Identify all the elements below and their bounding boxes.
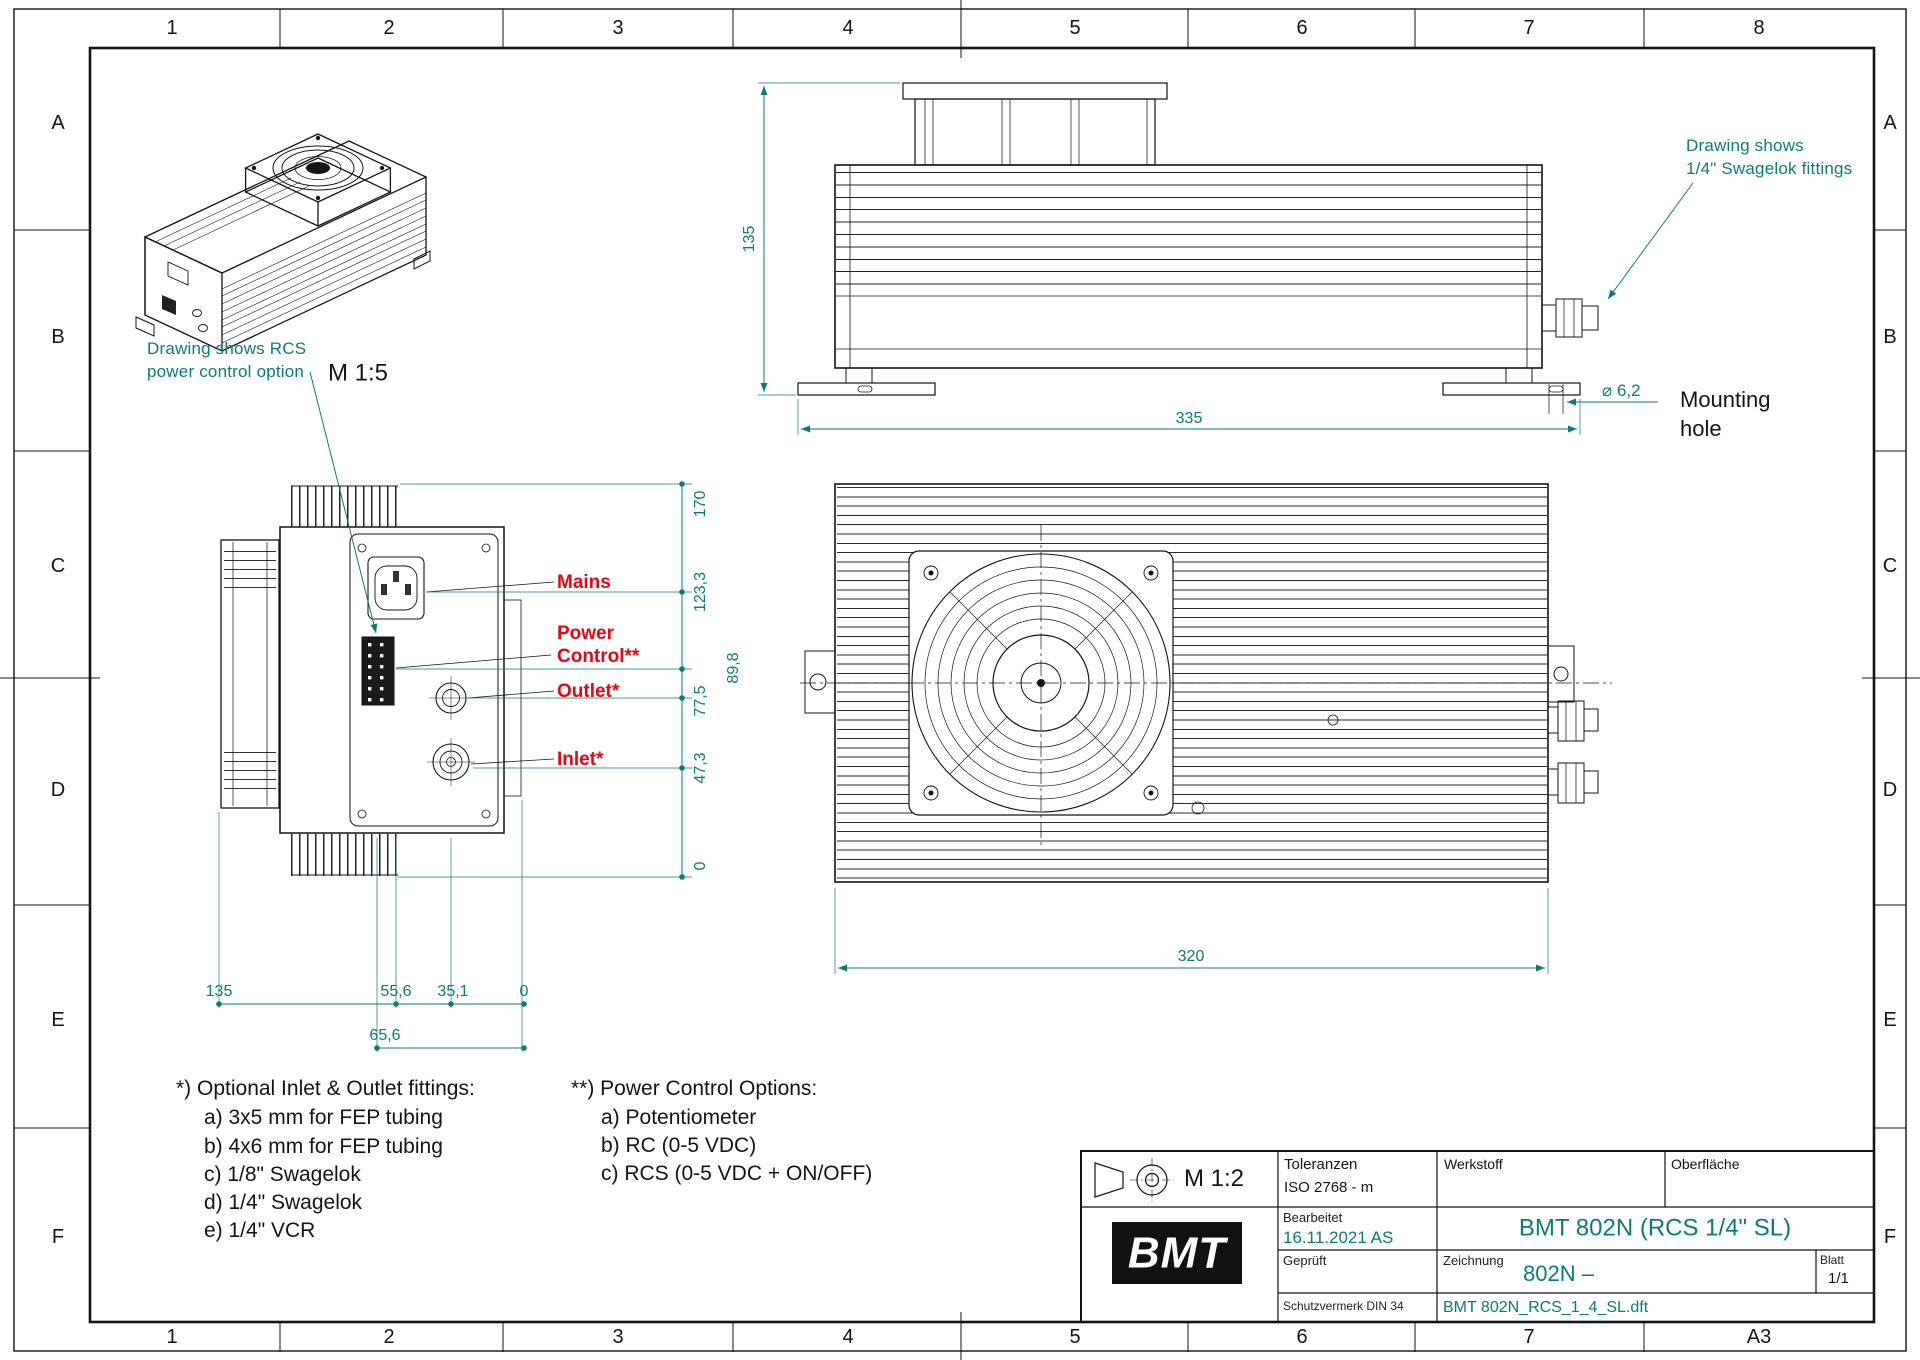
drawing-number-value: 802N – [1523, 1261, 1594, 1286]
port-label-outlet: Outlet* [557, 681, 620, 702]
grid-col-bottom-7: 7 [1523, 1325, 1535, 1348]
fittings-note-title: *) Optional Inlet & Outlet fittings: [176, 1077, 475, 1100]
top-view [800, 483, 1612, 883]
port-label-power-line2: Control** [557, 646, 640, 667]
grid-row-right-b: B [1883, 325, 1897, 348]
grid-col-bottom-4: 4 [842, 1325, 854, 1348]
power-note-item-b: b) RC (0-5 VDC) [601, 1134, 757, 1157]
dim-rear-v-123-3: 123,3 [692, 571, 710, 613]
fittings-note-item-a: a) 3x5 mm for FEP tubing [204, 1106, 443, 1129]
tolerances-value: ISO 2768 - m [1284, 1179, 1374, 1196]
dim-rear-h2-65-6: 65,6 [369, 1027, 401, 1045]
rear-view-bottom-fin-comb [291, 834, 398, 876]
notice-label: Schutzvermerk DIN 34 [1283, 1299, 1404, 1313]
titleblock-scale: M 1:2 [1184, 1165, 1245, 1192]
dim-rear-v-0: 0 [692, 861, 710, 871]
dim-rear-v-89-8: 89,8 [725, 652, 743, 684]
drawing-title: BMT 802N (RCS 1/4" SL) [1518, 1214, 1792, 1242]
top-view-dimensions [834, 888, 1549, 974]
power-note-title: **) Power Control Options: [571, 1077, 818, 1100]
grid-row-left-b: B [51, 325, 65, 348]
dim-rear-v-77-5: 77,5 [692, 685, 710, 717]
dim-rear-h-55-6: 55,6 [380, 983, 412, 1001]
dim-rear-h-135: 135 [205, 983, 233, 1001]
front-view-fins-texture [836, 172, 1541, 296]
dim-rear-h-35-1: 35,1 [437, 983, 469, 1001]
dim-rear-v-47-3: 47,3 [692, 752, 710, 784]
grid-col-bottom-6: 6 [1296, 1325, 1308, 1348]
rcs-note-line1: Drawing shows RCS [147, 339, 307, 358]
grid-col-top-8: 8 [1753, 16, 1765, 39]
grid-col-bottom-5: 5 [1069, 1325, 1081, 1348]
dim-top-width: 320 [1177, 948, 1205, 966]
grid-col-top-7: 7 [1523, 16, 1535, 39]
power-note-item-a: a) Potentiometer [601, 1106, 757, 1129]
tolerances-label: Toleranzen [1284, 1156, 1358, 1173]
grid-row-right-f: F [1883, 1225, 1897, 1248]
grid-row-left-a: A [51, 111, 65, 134]
sheet-value: 1/1 [1828, 1270, 1849, 1287]
bmt-logo-box [1112, 1222, 1242, 1284]
dim-rear-h-0: 0 [519, 983, 529, 1001]
title-block-lines [1080, 1150, 1875, 1323]
fittings-note-item-b: b) 4x6 mm for FEP tubing [204, 1135, 443, 1158]
edited-label: Bearbeitet [1283, 1210, 1343, 1225]
drawing-filename: BMT 802N_RCS_1_4_SL.dft [1443, 1299, 1649, 1316]
grid-col-top-4: 4 [842, 16, 854, 39]
grid-row-left-d: D [50, 778, 66, 801]
port-label-power-line1: Power [557, 623, 615, 644]
grid-col-top-6: 6 [1296, 16, 1308, 39]
rear-view [220, 485, 555, 876]
swagelok-note-line1: Drawing shows [1686, 136, 1804, 155]
dim-front-width: 335 [1175, 410, 1203, 428]
grid-row-left-e: E [51, 1008, 65, 1031]
grid-col-top-2: 2 [383, 16, 395, 39]
front-view [797, 82, 1599, 414]
material-label: Werkstoff [1444, 1156, 1503, 1172]
fittings-note-item-d: d) 1/4" Swagelok [204, 1191, 363, 1214]
bmt-logo: BMT [1127, 1228, 1227, 1278]
grid-row-right-c: C [1882, 554, 1898, 577]
fittings-note-item-e: e) 1/4" VCR [204, 1219, 316, 1242]
mounting-hole-dia: ⌀ 6,2 [1602, 381, 1641, 400]
surface-label: Oberfläche [1671, 1156, 1740, 1172]
checked-label: Geprüft [1283, 1253, 1327, 1268]
iso-view [135, 133, 431, 353]
edited-value: 16.11.2021 AS [1283, 1228, 1394, 1247]
front-view-dimensions [758, 82, 1694, 435]
rear-view-dimensions [216, 371, 692, 1052]
fittings-note-item-c: c) 1/8" Swagelok [204, 1163, 361, 1186]
port-label-inlet: Inlet* [557, 749, 604, 770]
grid-col-bottom-2: 2 [383, 1325, 395, 1348]
grid-col-top-1: 1 [166, 16, 178, 39]
grid-row-left-c: C [50, 554, 66, 577]
mounting-hole-note-line1: Mounting [1680, 387, 1771, 412]
rcs-note-line2: power control option [147, 362, 305, 381]
iso-scale-label: M 1:5 [327, 359, 389, 387]
grid-col-top-3: 3 [612, 16, 624, 39]
projection-symbol-icon [1094, 1162, 1124, 1198]
grid-col-top-5: 5 [1069, 16, 1081, 39]
grid-row-right-d: D [1882, 778, 1898, 801]
swagelok-note-line2: 1/4" Swagelok fittings [1686, 159, 1853, 178]
sheet-format-label: A3 [1746, 1325, 1772, 1348]
grid-col-bottom-1: 1 [166, 1325, 178, 1348]
dim-rear-v-170: 170 [692, 490, 710, 518]
grid-col-bottom-3: 3 [612, 1325, 624, 1348]
power-note-item-c: c) RCS (0-5 VDC + ON/OFF) [601, 1162, 873, 1185]
grid-row-left-f: F [51, 1225, 65, 1248]
grid-row-right-e: E [1883, 1008, 1897, 1031]
drawing-number-label: Zeichnung [1443, 1253, 1504, 1268]
mounting-hole-note-line2: hole [1680, 416, 1722, 441]
port-label-mains: Mains [557, 572, 611, 593]
grid-row-right-a: A [1883, 111, 1897, 134]
sheet-label: Blatt [1820, 1253, 1845, 1267]
dim-front-height: 135 [741, 225, 759, 253]
